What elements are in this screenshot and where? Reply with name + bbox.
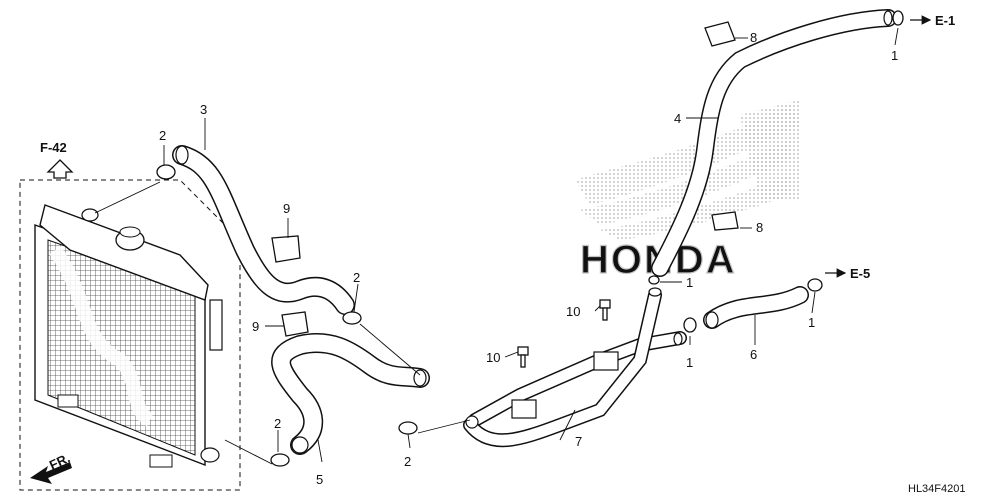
upper-inlet <box>81 208 99 222</box>
drawing-code: HL34F4201 <box>908 483 966 495</box>
holder-9b <box>281 311 309 337</box>
leader-lines <box>94 27 899 465</box>
callout-4: 4 <box>674 111 681 126</box>
callout-5: 5 <box>316 472 323 487</box>
hose-clamps <box>156 10 904 467</box>
callout-8: 8 <box>750 30 757 45</box>
clamp-1b <box>648 275 660 285</box>
bolt-10a <box>599 299 611 309</box>
clamp-2d <box>270 453 290 467</box>
holder-8b <box>711 211 739 231</box>
holder-9a <box>271 235 301 263</box>
callout-2: 2 <box>274 416 281 431</box>
callout-10: 10 <box>486 350 500 365</box>
ref-arrows <box>30 15 932 484</box>
pipe-bracket-left <box>511 399 537 419</box>
clamp-1d <box>807 278 823 292</box>
callout-2: 2 <box>404 454 411 469</box>
clamp-2a <box>156 164 176 180</box>
front-arrow-icon <box>30 462 72 484</box>
callout-8: 8 <box>756 220 763 235</box>
clamp-2b <box>342 311 362 325</box>
callout-1: 1 <box>686 275 693 290</box>
hose-3 <box>172 145 355 315</box>
clamp-1a <box>892 10 904 26</box>
pipe-bracket-right <box>593 351 619 371</box>
ref-e1: E-1 <box>935 13 955 28</box>
holder-8a <box>704 21 736 47</box>
clamp-1c <box>683 317 697 333</box>
callout-3: 3 <box>200 102 207 117</box>
callout-9: 9 <box>283 201 290 216</box>
clamp-2c <box>398 421 418 435</box>
callout-7: 7 <box>575 434 582 449</box>
lower-outlet <box>200 447 220 463</box>
hose-5 <box>271 332 430 455</box>
pipe-assembly-7 <box>463 287 687 448</box>
radiator-top-tank <box>39 204 209 301</box>
callout-2: 2 <box>159 128 166 143</box>
hose-4 <box>651 9 897 277</box>
bolt-10b <box>517 346 529 356</box>
callout-1: 1 <box>891 48 898 63</box>
callout-1: 1 <box>808 315 815 330</box>
radiator-dashed-outline <box>19 179 241 491</box>
callout-9: 9 <box>252 319 259 334</box>
hollow-up-arrow-icon <box>46 159 74 179</box>
hose-6 <box>703 286 809 329</box>
holders-and-bolts <box>271 21 739 368</box>
callout-6: 6 <box>750 347 757 362</box>
radiator <box>19 179 241 491</box>
callout-10: 10 <box>566 304 580 319</box>
ref-e5: E-5 <box>850 266 870 281</box>
ref-f42: F-42 <box>40 140 67 155</box>
callout-1: 1 <box>686 355 693 370</box>
callout-2: 2 <box>353 270 360 285</box>
